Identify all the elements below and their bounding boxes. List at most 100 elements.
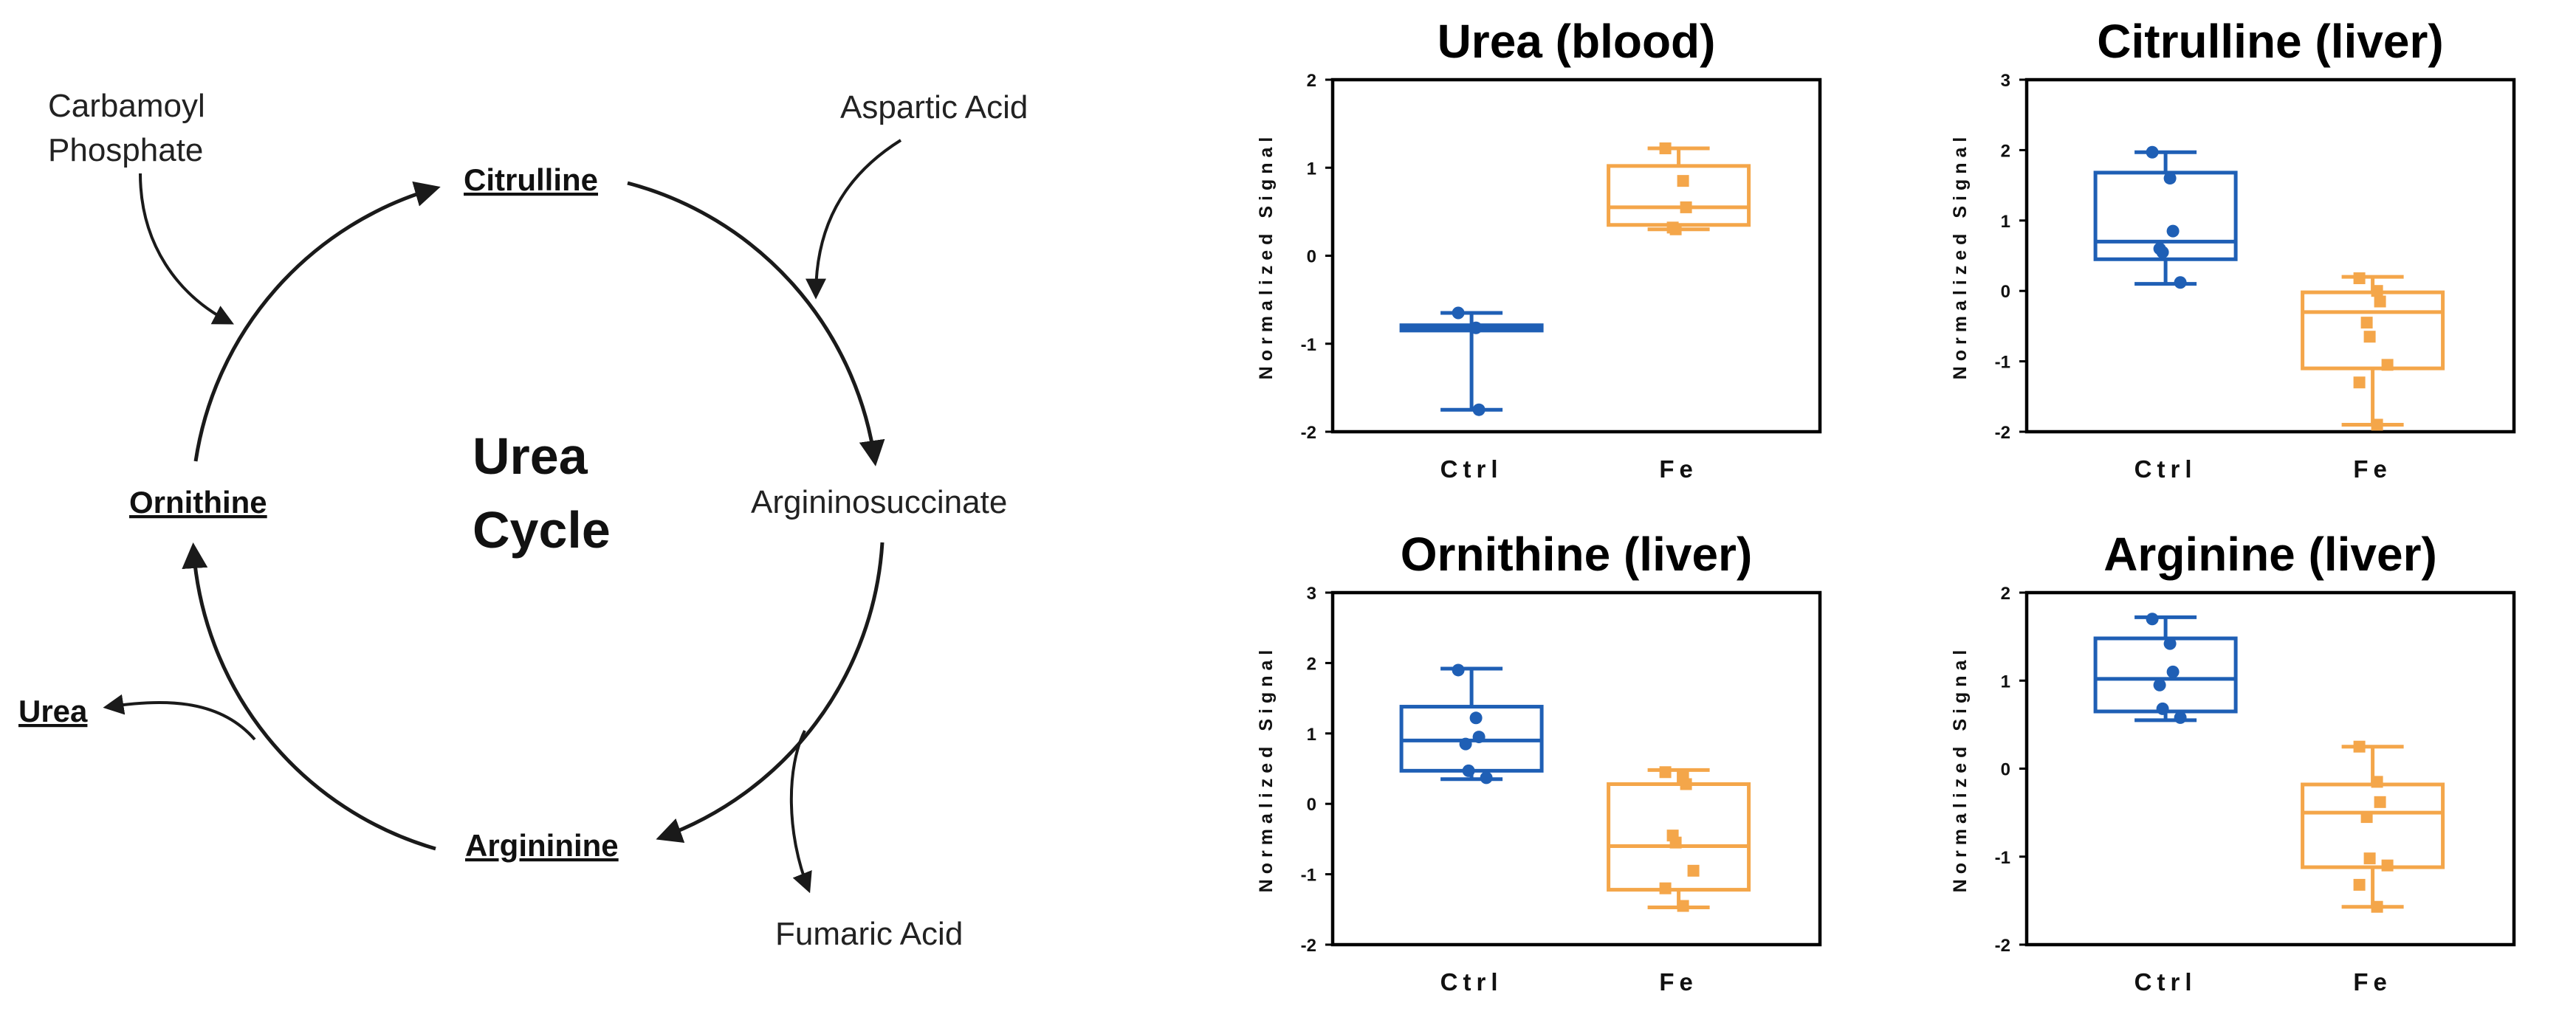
data-point-fe — [1669, 836, 1682, 849]
y-tick-label: 1 — [2001, 672, 2010, 692]
y-axis-label: Normalized Signal — [1256, 132, 1277, 380]
data-point-fe — [2360, 317, 2373, 329]
series-fe — [2301, 272, 2445, 431]
data-point-ctrl — [2163, 637, 2177, 650]
y-tick-label: -2 — [1301, 936, 1316, 956]
y-tick-label: 0 — [1307, 247, 1316, 267]
data-point-ctrl — [2174, 711, 2187, 724]
data-point-fe — [2381, 359, 2394, 371]
box-fe — [2301, 290, 2445, 370]
x-category-label: Fe — [2353, 968, 2392, 996]
ornithine-label: Ornithine — [129, 485, 267, 520]
chart-title: Urea (blood) — [1438, 15, 1716, 68]
data-point-fe — [1669, 223, 1682, 235]
urea-label: Urea — [18, 694, 88, 728]
data-point-fe — [2360, 811, 2373, 824]
data-point-ctrl — [1459, 737, 1472, 751]
data-point-fe — [2371, 418, 2383, 431]
y-tick-label: 2 — [1307, 654, 1316, 674]
series-fe — [2301, 740, 2445, 913]
data-point-ctrl — [1452, 306, 1465, 320]
arc-citrulline-to-argininosuccinate — [627, 181, 885, 466]
x-category-label: Fe — [1659, 968, 1698, 996]
y-tick-label: -2 — [1301, 423, 1316, 443]
data-point-fe — [2363, 852, 2376, 865]
y-tick-label: 1 — [2001, 212, 2010, 232]
data-point-ctrl — [2146, 613, 2159, 626]
x-category-label: Ctrl — [2134, 968, 2197, 996]
data-point-fe — [1659, 882, 1672, 894]
y-tick-label: -1 — [1301, 335, 1316, 355]
data-point-fe — [2353, 272, 2366, 285]
y-tick-label: 3 — [2001, 71, 2010, 91]
urea-cycle-diagram: Carbamoyl Phosphate Citrulline Aspartic … — [18, 88, 1028, 952]
carbamoyl-label-line2: Phosphate — [48, 132, 203, 168]
y-tick-label: 2 — [2001, 584, 2010, 604]
data-point-ctrl — [1480, 771, 1493, 785]
data-point-fe — [2371, 776, 2383, 788]
arc-argininine-to-ornithine — [182, 542, 436, 851]
y-axis-label: Normalized Signal — [1950, 645, 1971, 893]
y-axis-label: Normalized Signal — [1950, 132, 1971, 380]
data-point-ctrl — [1472, 731, 1486, 744]
data-point-fe — [2381, 859, 2394, 872]
data-point-fe — [1680, 778, 1692, 790]
arc-ornithine-to-citrulline — [193, 181, 441, 462]
data-point-ctrl — [2166, 665, 2180, 678]
chart-title: Ornithine (liver) — [1401, 528, 1753, 581]
chart-title: Arginine (liver) — [2103, 528, 2437, 581]
argininosuccinate-label: Argininosuccinate — [751, 484, 1007, 520]
y-tick-label: 2 — [1307, 71, 1316, 91]
data-point-fe — [1659, 766, 1672, 779]
chart-svg-urea-blood: Urea (blood)Normalized Signal210-1-2Ctrl… — [1256, 15, 1822, 483]
y-tick-label: -2 — [1995, 936, 2010, 956]
x-category-label: Ctrl — [1440, 968, 1503, 996]
y-tick-label: -1 — [1301, 866, 1316, 886]
series-fe — [1607, 766, 1751, 912]
data-point-fe — [2374, 295, 2386, 308]
data-point-ctrl — [2153, 678, 2166, 692]
plot-frame — [2024, 77, 2516, 434]
box-ctrl — [2093, 636, 2238, 714]
chart-svg-ornithine-liver: Ornithine (liver)Normalized Signal3210-1… — [1256, 528, 1822, 996]
data-point-fe — [2371, 285, 2383, 297]
y-tick-label: -1 — [1995, 353, 2010, 373]
data-point-ctrl — [2156, 246, 2169, 259]
chart-svg-arginine-liver: Arginine (liver)Normalized Signal210-1-2… — [1950, 528, 2516, 996]
fumaric-acid-label: Fumaric Acid — [775, 916, 963, 952]
plot-frame — [1330, 77, 1822, 434]
y-tick-label: -1 — [1995, 848, 2010, 868]
data-point-fe — [2371, 900, 2383, 913]
data-point-ctrl — [1462, 764, 1475, 777]
arrow-aspartic-in — [806, 139, 902, 300]
data-point-ctrl — [1472, 403, 1486, 416]
x-category-label: Fe — [1659, 455, 1698, 483]
y-tick-label: -2 — [1995, 423, 2010, 443]
box-ctrl — [2093, 170, 2238, 261]
data-point-ctrl — [2166, 224, 2180, 238]
data-point-fe — [2353, 740, 2366, 753]
citrulline-label: Citrulline — [464, 162, 598, 197]
center-title-line1: Urea — [473, 427, 588, 485]
arrow-carbamoyl-in — [139, 173, 234, 325]
y-tick-label: 2 — [2001, 141, 2010, 161]
series-fe — [1607, 142, 1751, 235]
data-point-fe — [2353, 878, 2366, 891]
data-point-fe — [1677, 900, 1689, 912]
series-ctrl — [1399, 306, 1544, 416]
x-category-label: Ctrl — [1440, 455, 1503, 483]
y-tick-label: 0 — [2001, 282, 2010, 302]
data-point-fe — [1659, 142, 1672, 155]
data-point-ctrl — [1469, 711, 1483, 725]
y-axis-label: Normalized Signal — [1256, 645, 1277, 893]
data-point-ctrl — [2163, 172, 2177, 185]
data-point-fe — [1677, 175, 1689, 187]
y-tick-label: 3 — [1307, 584, 1316, 604]
x-category-label: Ctrl — [2134, 455, 2197, 483]
arrow-urea-out — [103, 694, 256, 741]
series-ctrl — [2093, 145, 2238, 289]
argininine-label: Argininine — [465, 828, 619, 863]
